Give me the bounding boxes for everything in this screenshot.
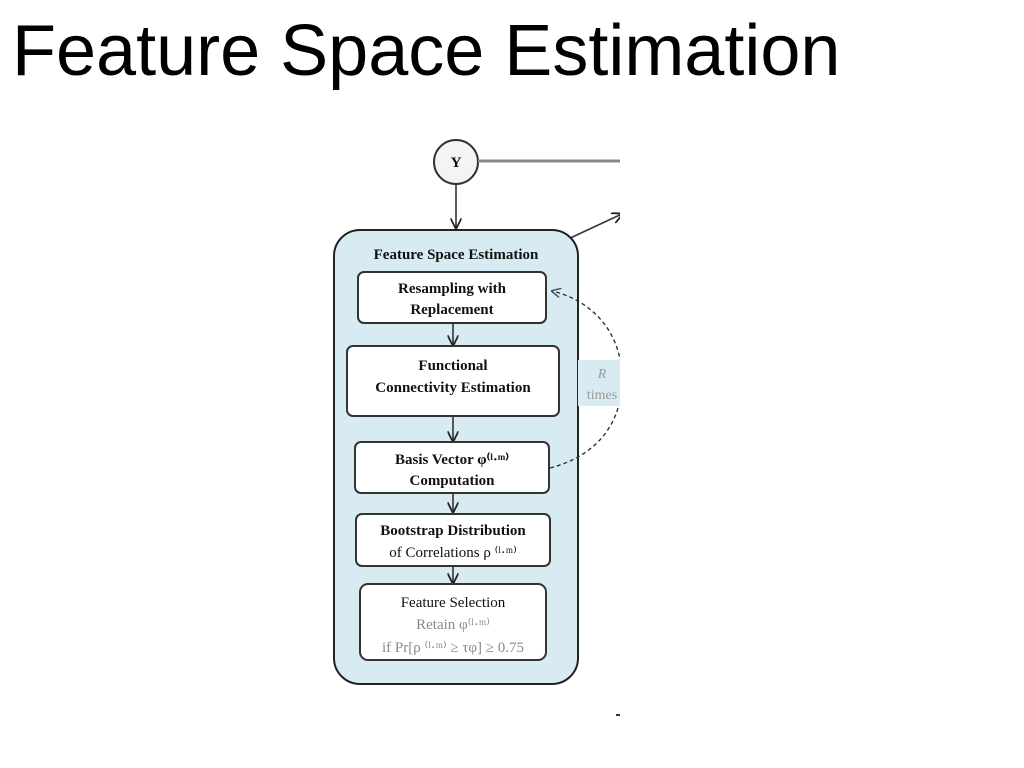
- stray-mark: [616, 714, 620, 716]
- step-basis-vector-line1: Basis Vector φ⁽ˡ·ᵐ⁾: [395, 452, 509, 468]
- input-node: Y: [433, 139, 479, 185]
- step-feature-selection-box: [359, 583, 547, 661]
- step-bootstrap-line1: Bootstrap Distribution: [380, 523, 526, 539]
- step-resampling-line1: Resampling with: [398, 281, 507, 297]
- input-node-label: Y: [451, 155, 462, 171]
- feature-selection-condition: if Pr[ρ ⁽ˡ·ᵐ⁾ ≥ τφ] ≥ 0.75: [382, 640, 524, 656]
- loop-label-bg: [578, 360, 620, 406]
- step-bootstrap: Bootstrap Distribution of Correlations ρ…: [355, 513, 551, 567]
- feature-selection-rule: Retain φ⁽ˡ·ᵐ⁾: [416, 617, 490, 633]
- step-connectivity-line2: Connectivity Estimation: [375, 380, 531, 396]
- step-bootstrap-line2: of Correlations ρ ⁽ˡ·ᵐ⁾: [389, 545, 517, 561]
- step-feature-selection: Feature Selection Retain φ⁽ˡ·ᵐ⁾ if Pr[ρ …: [359, 583, 547, 661]
- step-resampling-box: [357, 271, 547, 324]
- step-connectivity-line1: Functional: [418, 358, 487, 374]
- loop-label-var: R: [597, 367, 607, 382]
- step-basis-vector-box: [354, 441, 550, 494]
- step-basis-vector-line2: Computation: [409, 473, 495, 489]
- step-connectivity: Functional Connectivity Estimation: [346, 345, 560, 417]
- feature-selection-title: Feature Selection: [401, 595, 506, 611]
- resampling-loop-arrow: [549, 291, 620, 469]
- step-basis-vector: Basis Vector φ⁽ˡ·ᵐ⁾ Computation: [354, 441, 550, 494]
- arrow-panel-out: [565, 214, 620, 241]
- loop-label-text: times: [587, 388, 617, 403]
- step-resampling: Resampling with Replacement: [357, 271, 547, 324]
- panel-title: Feature Space Estimation: [374, 247, 539, 263]
- step-resampling-line2: Replacement: [410, 302, 493, 318]
- slide-title: Feature Space Estimation: [12, 11, 841, 91]
